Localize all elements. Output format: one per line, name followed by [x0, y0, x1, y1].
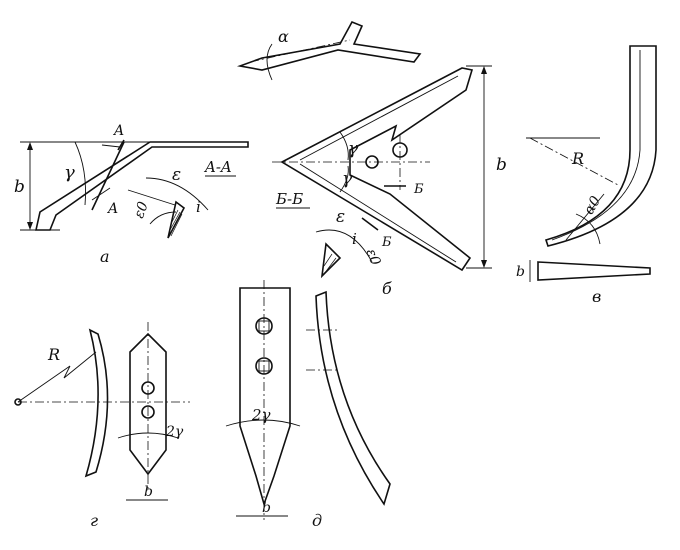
fig-a-caption: а	[100, 247, 110, 266]
fig-g-label-b: b	[144, 484, 153, 500]
fig-d-label-2gamma: 2γ	[251, 406, 271, 424]
fig-v-tip-detail	[537, 261, 651, 281]
fig-g-label-2gamma: 2γ	[165, 424, 184, 440]
fig-b-label-alpha: α	[278, 27, 289, 46]
fig-a-label-epsilon0: ε0	[131, 200, 152, 221]
fig-v-alpha0-ray	[565, 193, 605, 241]
fig-v-alpha0-arc	[575, 213, 601, 245]
fig-d-side-view	[315, 290, 391, 506]
fig-b-alpha-arc	[266, 43, 273, 81]
fig-a-section-line	[91, 141, 125, 211]
fig-a-section-profile	[167, 200, 186, 239]
fig-b-label-epsilon0: ε0	[363, 247, 384, 268]
fig-b-section-hatch	[323, 253, 337, 275]
figure-b: α b γ γ Б Б Б-Б ε i ε0 б	[236, 20, 507, 298]
fig-b-arrow-bottom	[481, 260, 487, 268]
fig-a-label-i: i	[196, 198, 201, 216]
fig-g-radius-line	[17, 351, 97, 403]
fig-b-gamma-arc-bottom	[339, 165, 349, 193]
fig-d-shank-outline	[239, 287, 291, 507]
fig-a-epsilon-arc	[145, 177, 209, 211]
fig-a-gamma-arc	[74, 141, 86, 206]
fig-b-section-mark-2	[361, 217, 379, 231]
fig-b-label-BB: Б-Б	[275, 190, 303, 208]
fig-a-section-hatch	[169, 209, 183, 237]
fig-a-label-A-bottom: A	[106, 201, 118, 217]
fig-g-label-R: R	[47, 345, 60, 364]
fig-v-radius-line	[529, 137, 621, 187]
fig-a-label-b: b	[14, 177, 25, 197]
fig-d-caption: д	[312, 511, 322, 530]
fig-b-inner-edge-bottom	[299, 163, 457, 263]
fig-b-bolt-hole-left	[365, 155, 379, 169]
fig-g-curved-blade	[84, 328, 109, 478]
fig-g-2gamma-arc	[117, 432, 179, 439]
fig-b-arrow-top	[481, 66, 487, 74]
fig-v-caption: в	[592, 287, 601, 306]
fig-b-epsilon-arc	[315, 229, 373, 263]
figure-v: R α0 b в	[516, 45, 657, 306]
fig-v-tine-inner	[551, 50, 641, 241]
fig-b-label-gamma-bottom: γ	[342, 169, 353, 189]
fig-b-label-B2: Б	[381, 235, 392, 250]
fig-a-label-AA: A-A	[203, 158, 232, 176]
fig-a-label-A-top: A	[112, 123, 124, 139]
figure-a: b γ A A A-A ε ε0 i а	[14, 123, 249, 266]
fig-a-section-arrow-top	[101, 144, 121, 148]
fig-b-gamma-arc-top	[339, 131, 349, 161]
fig-a-label-epsilon: ε	[172, 165, 181, 185]
fig-b-section-profile	[320, 242, 342, 279]
fig-b-label-B1: Б	[413, 182, 424, 197]
fig-a-section-mark-top	[117, 139, 125, 151]
figure-g: R 2γ b г	[14, 322, 190, 530]
fig-b-side-view	[236, 20, 422, 71]
fig-a-ray	[127, 189, 176, 206]
fig-v-label-b: b	[516, 264, 525, 280]
figure-d: 2γ b д	[225, 280, 391, 530]
fig-b-inner-edge-top	[299, 75, 459, 161]
fig-b-label-gamma-top: γ	[348, 139, 359, 159]
fig-d-label-b: b	[262, 500, 271, 516]
fig-a-blade-outline	[35, 141, 249, 231]
fig-a-arrow-up	[27, 142, 33, 150]
fig-b-wing-outline	[280, 67, 474, 272]
fig-v-label-R: R	[571, 149, 584, 168]
fig-g-hole-bottom	[141, 405, 155, 419]
fig-b-label-b: b	[496, 155, 507, 175]
fig-a-section-arrow-bottom	[91, 187, 111, 201]
fig-v-tine-outline	[544, 45, 657, 247]
fig-g-caption: г	[90, 511, 98, 530]
fig-a-label-gamma: γ	[64, 162, 75, 183]
fig-v-label-alpha0: α0	[581, 193, 604, 217]
fig-d-2gamma-arc	[225, 419, 301, 427]
fig-b-caption: б	[382, 279, 392, 298]
fig-b-label-epsilon: ε	[336, 207, 345, 227]
fig-b-label-i: i	[352, 230, 357, 248]
fig-a-arrow-down	[27, 222, 33, 230]
